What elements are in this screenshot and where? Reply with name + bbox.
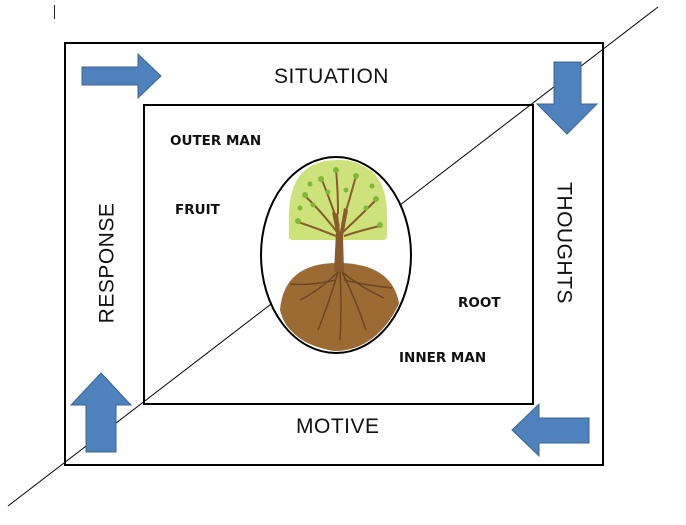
- arrow-up-icon: [69, 372, 133, 453]
- outer-frame: [64, 42, 604, 466]
- inner-frame: [143, 104, 534, 405]
- outer-man-label: OUTER MAN: [170, 133, 262, 149]
- situation-label: SITUATION: [274, 65, 389, 88]
- arrow-left-icon: [511, 402, 590, 458]
- root-label: ROOT: [458, 295, 501, 311]
- arrow-down-icon: [535, 61, 599, 135]
- text-cursor-mark: [54, 5, 55, 19]
- motive-label: MOTIVE: [296, 415, 380, 438]
- response-label: RESPONSE: [95, 202, 119, 324]
- thoughts-label: THOUGHTS: [552, 182, 576, 304]
- fruit-label: FRUIT: [175, 202, 220, 218]
- arrow-right-icon: [81, 52, 162, 100]
- inner-man-label: INNER MAN: [399, 350, 487, 366]
- tree-with-roots-icon: [260, 156, 412, 354]
